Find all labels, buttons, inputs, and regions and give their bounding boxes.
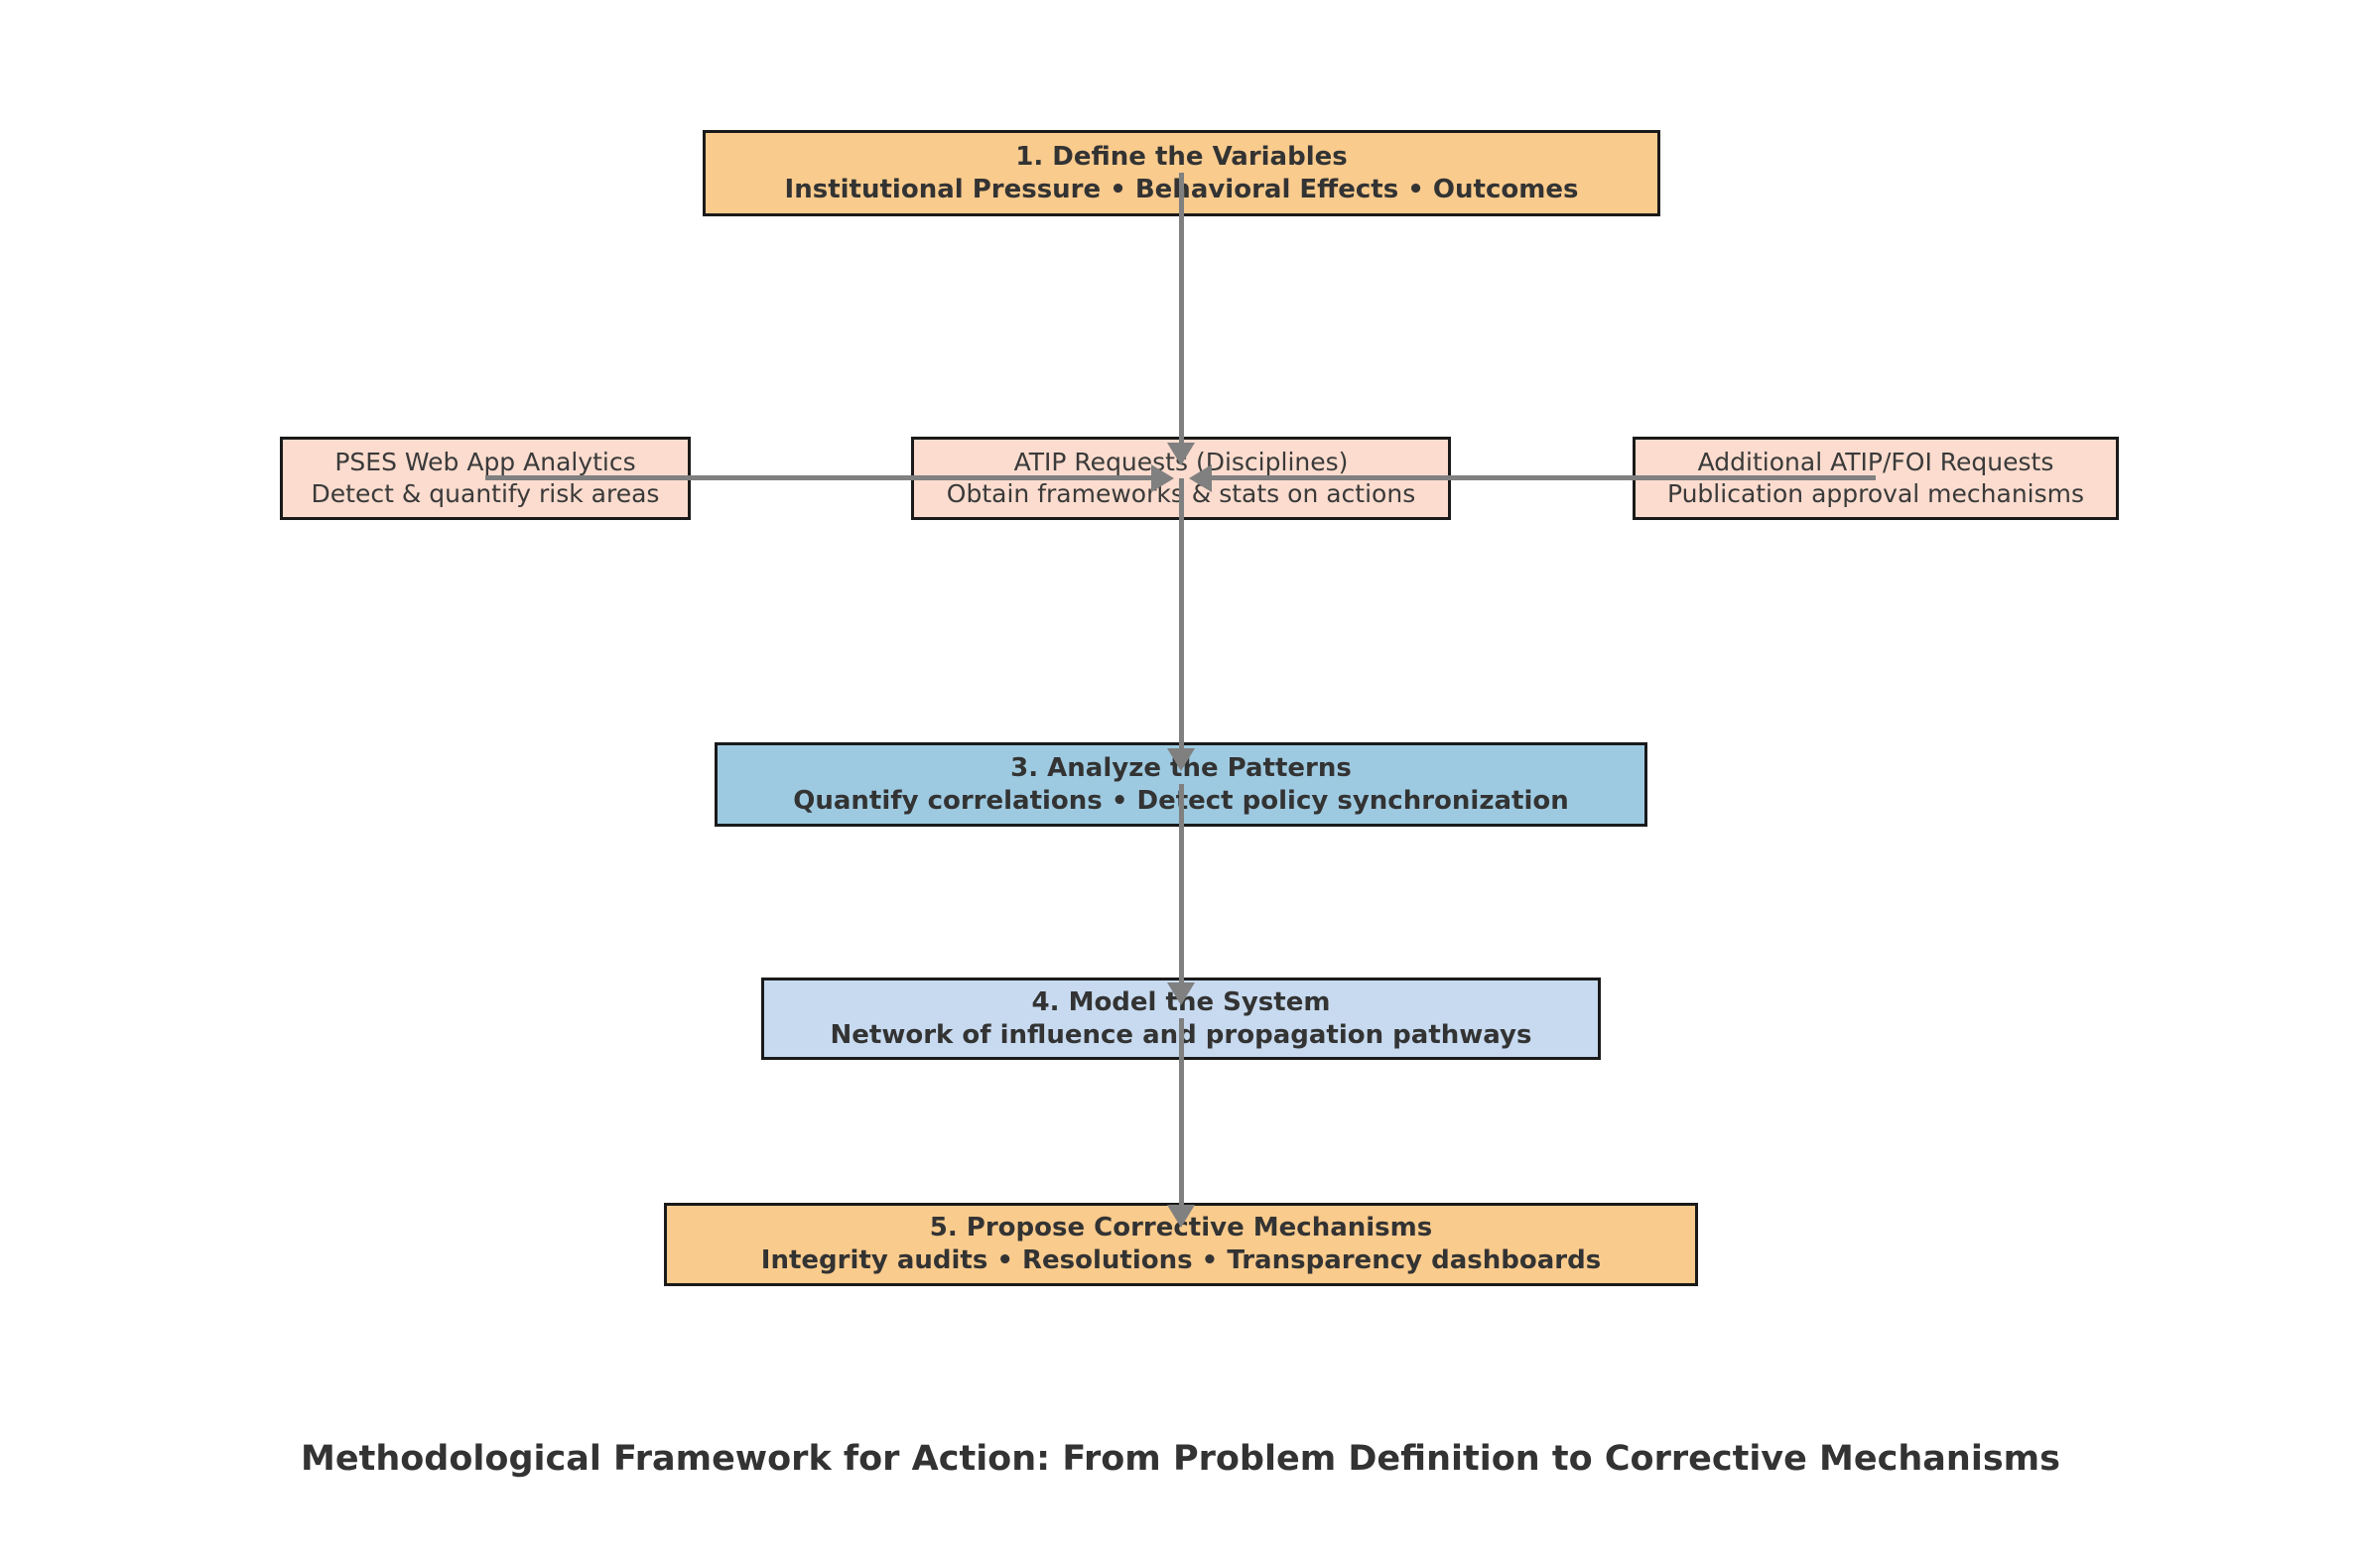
arrowhead-left-icon (1189, 464, 1212, 492)
arrow-step4-to-step5 (1179, 1018, 1184, 1205)
node-title: PSES Web App Analytics (334, 448, 636, 476)
arrowhead-down-icon (1167, 443, 1195, 465)
arrowhead-down-icon (1167, 982, 1195, 1005)
arrow-pses-to-atip (485, 475, 1151, 480)
arrowhead-right-icon (1151, 464, 1174, 492)
arrow-step1-to-atip (1179, 173, 1184, 444)
arrowhead-down-icon (1167, 1205, 1195, 1228)
arrowhead-down-icon (1167, 748, 1195, 771)
node-title: 1. Define the Variables (1015, 141, 1348, 172)
arrow-atip-to-step3 (1179, 478, 1184, 750)
diagram-title: Methodological Framework for Action: Fro… (301, 1439, 2060, 1479)
node-additional-atip-foi-requests: Additional ATIP/FOI Requests Publication… (1633, 437, 2119, 520)
arrow-foi-to-atip (1212, 475, 1876, 480)
arrow-step3-to-step4 (1179, 784, 1184, 983)
node-subtitle: Publication approval mechanisms (1666, 479, 2085, 508)
node-title: Additional ATIP/FOI Requests (1697, 448, 2054, 476)
node-subtitle: Integrity audits • Resolutions • Transpa… (760, 1245, 1602, 1275)
node-subtitle: Detect & quantify risk areas (311, 479, 660, 508)
